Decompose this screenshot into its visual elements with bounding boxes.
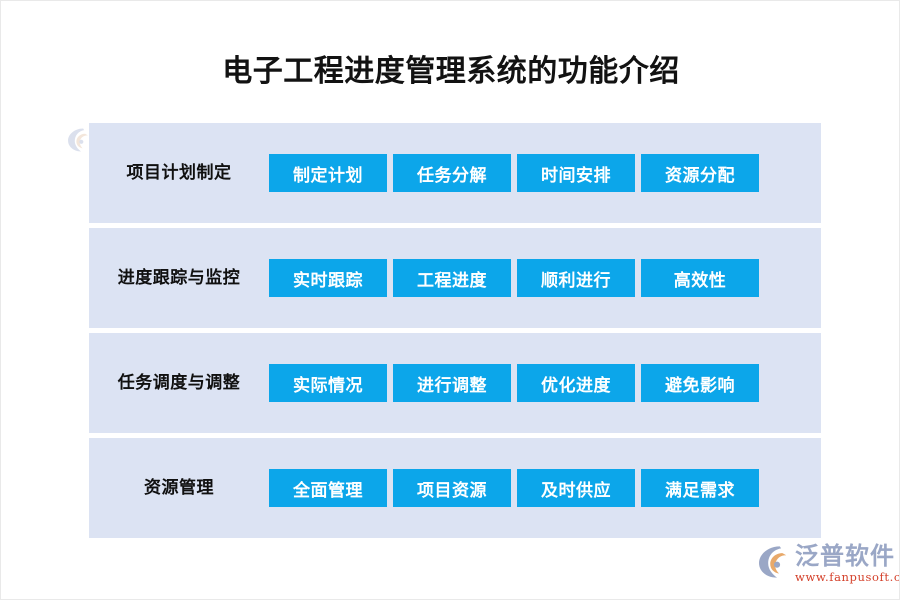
brand-url: www.fanpusoft.com [795,570,899,584]
feature-tag[interactable]: 进行调整 [393,364,511,402]
feature-tag[interactable]: 项目资源 [393,469,511,507]
feature-tag[interactable]: 任务分解 [393,154,511,192]
brand-name-cn: 泛普软件 [795,542,895,570]
page-title: 电子工程进度管理系统的功能介绍 [222,54,680,89]
feature-tag[interactable]: 实际情况 [269,364,387,402]
feature-row: 进度跟踪与监控 实时跟踪工程进度顺利进行高效性 [89,228,821,328]
feature-tag-group: 实际情况进行调整优化进度避免影响 [269,364,759,402]
brand-logo: 泛普软件 www.fanpusoft.com [758,542,899,594]
feature-tag-group: 全面管理项目资源及时供应满足需求 [269,469,759,507]
feature-row-label: 进度跟踪与监控 [117,267,241,288]
feature-row: 项目计划制定 制定计划任务分解时间安排资源分配 [89,123,821,223]
feature-rows: 项目计划制定 制定计划任务分解时间安排资源分配进度跟踪与监控 实时跟踪工程进度顺利进… [89,123,821,538]
feature-tag[interactable]: 及时供应 [517,469,635,507]
feature-row-label: 项目计划制定 [126,162,232,183]
feature-tag[interactable]: 时间安排 [517,154,635,192]
feature-tag[interactable]: 避免影响 [641,364,759,402]
feature-tag-group: 实时跟踪工程进度顺利进行高效性 [269,259,759,297]
feature-tag[interactable]: 制定计划 [269,154,387,192]
feature-tag-group: 制定计划任务分解时间安排资源分配 [269,154,759,192]
feature-row-label: 任务调度与调整 [117,372,241,393]
feature-tag[interactable]: 实时跟踪 [269,259,387,297]
feature-tag[interactable]: 优化进度 [517,364,635,402]
feature-tag[interactable]: 满足需求 [641,469,759,507]
feature-tag[interactable]: 资源分配 [641,154,759,192]
feature-row-label: 资源管理 [144,477,214,498]
fanpu-logo-icon [758,545,792,579]
feature-row: 任务调度与调整 实际情况进行调整优化进度避免影响 [89,333,821,433]
feature-tag[interactable]: 工程进度 [393,259,511,297]
feature-row: 资源管理 全面管理项目资源及时供应满足需求 [89,438,821,538]
feature-tag[interactable]: 高效性 [641,259,759,297]
feature-tag[interactable]: 顺利进行 [517,259,635,297]
feature-tag[interactable]: 全面管理 [269,469,387,507]
